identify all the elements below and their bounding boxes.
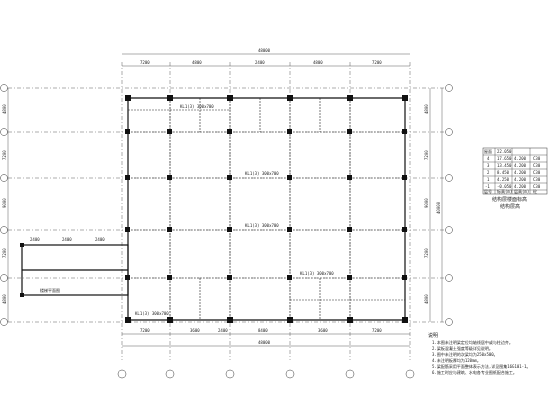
- floor-table-caption: 结构层高: [500, 203, 520, 210]
- right-overall-dim: 40000: [436, 201, 441, 214]
- floor-header: 标高(m): [497, 188, 512, 194]
- right-bay-dim: 9000: [424, 198, 429, 208]
- bottom-bay-dim: 7200: [372, 328, 382, 333]
- note-line: 5.梁配筋采用平面整体表示方法,详见图集16G101-1。: [432, 363, 531, 369]
- right-bay-dim: 4800: [424, 294, 429, 304]
- right-bay-dim: 7200: [424, 150, 429, 160]
- floor-cell: 4.200: [514, 156, 527, 161]
- top-overall-dim: 48000: [258, 48, 271, 53]
- floor-cell: 4.200: [514, 163, 527, 168]
- columns: [20, 95, 408, 323]
- note-line: 1.本图未注明梁定位均轴线居中或与柱边齐。: [432, 339, 513, 345]
- note-line: 2.梁板混凝土强度等级详见说明。: [432, 345, 493, 351]
- beam-tag: KL1(3) 300x700: [135, 311, 169, 316]
- left-bay-dim: 7200: [2, 150, 7, 160]
- bottom-bay-dim: 7200: [140, 328, 150, 333]
- floor-header: 砼: [533, 188, 537, 194]
- interior-beams: [128, 98, 405, 320]
- floor-cell: 1: [487, 177, 490, 182]
- left-bay-dim: 4800: [2, 104, 7, 114]
- bottom-bay-dim: 3600: [318, 328, 328, 333]
- top-dimensions: 48000 7200 4800 2400 4800 7200: [122, 48, 410, 67]
- floor-cell: 13.450: [497, 163, 512, 168]
- left-bay-dim: 9000: [2, 198, 7, 208]
- floor-cell: 4.250: [497, 177, 510, 182]
- floor-cell: 屋面: [484, 148, 492, 154]
- floor-cell: 4.200: [514, 184, 527, 189]
- left-dimensions: 4800 7200 9000 7200 4800 2400 2400 2400: [2, 88, 105, 322]
- top-bay-dim: 4800: [192, 60, 202, 65]
- bottom-bay-dim: 2400: [218, 328, 228, 333]
- general-notes: 说明 1.本图未注明梁定位均轴线居中或与柱边齐。 2.梁板混凝土强度等级详见说明…: [428, 332, 531, 375]
- floor-header: 层号: [484, 188, 492, 194]
- top-bay-dim: 2400: [255, 60, 265, 65]
- floor-table-caption: 结构层楼面标高: [492, 196, 527, 203]
- top-bay-dim: 7200: [372, 60, 382, 65]
- annex-label: 楼梯平面图: [40, 287, 60, 293]
- note-line: 3.图中未注明的次梁均为250x500。: [432, 351, 498, 357]
- axis-bubbles: [0, 84, 453, 379]
- floor-cell: 17.650: [497, 156, 512, 161]
- floor-cell: 2: [487, 170, 490, 175]
- floor-cell: C30: [533, 156, 541, 161]
- stair-dim: 2400: [30, 237, 40, 242]
- bottom-bay-dim: 8400: [258, 328, 268, 333]
- floor-cell: 4: [487, 156, 490, 161]
- floor-cell: C30: [533, 184, 541, 189]
- beam-annotations: KL1(3) 300x700 KL1(3) 300x700 KL1(3) 300…: [40, 104, 334, 316]
- stair-dim: 2400: [95, 237, 105, 242]
- floor-cell: C30: [533, 163, 541, 168]
- beam-tag: KL1(3) 300x700: [245, 171, 279, 176]
- floor-cell: -0.050: [497, 184, 512, 189]
- floor-cell: 22.050: [497, 149, 512, 154]
- stair-dim: 2400: [62, 237, 72, 242]
- beam-tag: KL1(3) 300x700: [300, 271, 334, 276]
- left-bay-dim: 4800: [2, 294, 7, 304]
- note-line: 6.施工时应与建筑、水电各专业图纸配合施工。: [432, 369, 517, 375]
- right-bay-dim: 7200: [424, 248, 429, 258]
- beam-tag: KL1(3) 300x700: [180, 104, 214, 109]
- floor-cell: 4.200: [514, 170, 527, 175]
- top-bay-dim: 4800: [313, 60, 323, 65]
- note-line: 4.未注明板厚均为120mm。: [432, 357, 481, 363]
- bottom-dimensions: 7200 3600 2400 8400 3600 7200 48000: [122, 328, 410, 347]
- floor-cell: 8.450: [497, 170, 510, 175]
- floor-cell: 4.200: [514, 177, 527, 182]
- beam-tag: KL1(3) 300x700: [245, 223, 279, 228]
- floor-header: 层高(m): [514, 188, 529, 194]
- top-bay-dim: 7200: [140, 60, 150, 65]
- grid-lines-horizontal: [8, 87, 445, 323]
- floor-level-table: 屋面 22.050 4 17.650 4.200 C30 3 13.450 4.…: [482, 147, 548, 210]
- floor-cell: C30: [533, 177, 541, 182]
- bottom-overall-dim: 48000: [258, 340, 271, 345]
- left-bay-dim: 7200: [2, 248, 7, 258]
- bottom-bay-dim: 3600: [190, 328, 200, 333]
- right-dimensions: 4800 7200 9000 7200 4800 40000: [424, 88, 443, 322]
- floor-cell: -1: [485, 184, 490, 189]
- floor-cell: 3: [487, 163, 490, 168]
- notes-title: 说明: [428, 332, 438, 339]
- right-bay-dim: 4800: [424, 104, 429, 114]
- floor-cell: C30: [533, 170, 541, 175]
